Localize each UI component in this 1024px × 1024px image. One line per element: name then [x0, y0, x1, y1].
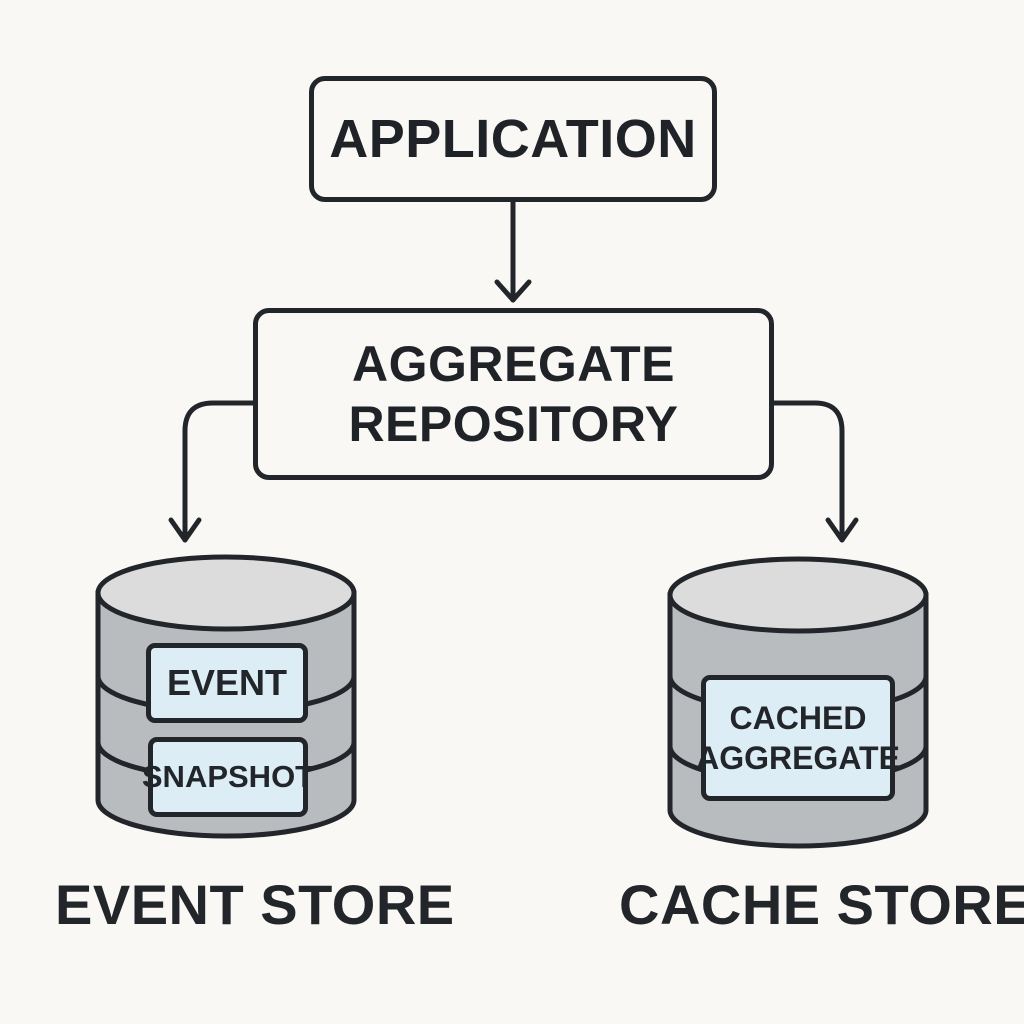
application-label: APPLICATION: [329, 109, 697, 169]
event-record-chip: EVENT: [146, 643, 308, 723]
aggregate-repository-box: AGGREGATE REPOSITORY: [253, 308, 774, 480]
snapshot-record-chip: SNAPSHOT: [142, 737, 314, 817]
repository-label-line1: AGGREGATE: [351, 336, 675, 392]
arrow-repository-to-event-store: [168, 400, 256, 543]
arrow-repository-to-cache-store: [771, 400, 859, 543]
application-box: APPLICATION: [309, 76, 717, 202]
cached-aggregate-line2: AGGREGATE: [696, 740, 900, 776]
arrow-application-to-repository: [494, 199, 532, 303]
cached-aggregate-chip: CACHED AGGREGATE: [696, 675, 900, 801]
cache-store-label: CACHE STORE: [619, 873, 1024, 936]
event-store-label: EVENT STORE: [55, 873, 455, 936]
cached-aggregate-line1: CACHED: [729, 700, 867, 736]
repository-label-line2: REPOSITORY: [348, 396, 679, 452]
